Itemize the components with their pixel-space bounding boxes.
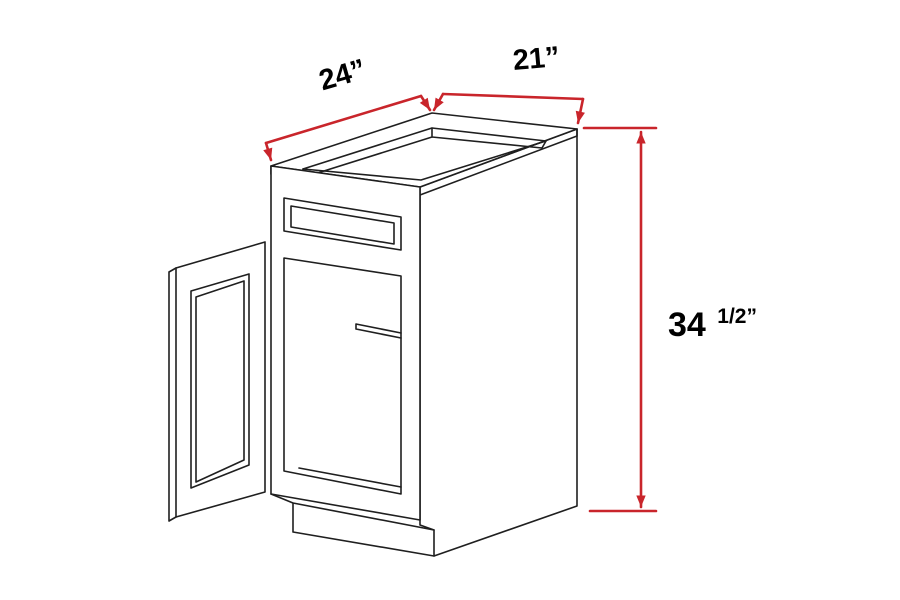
height-dimension-label: 34 1/2”	[668, 305, 757, 344]
open-door	[175, 241, 266, 518]
width-dimension-label: 21”	[512, 41, 561, 77]
width-dimension-arrow-left	[432, 92, 445, 112]
width-dimension-arrow-right	[575, 97, 585, 125]
width-dimension-line	[441, 92, 585, 101]
height-whole-number: 34	[668, 306, 706, 344]
interior-floor-edge	[298, 467, 402, 488]
depth-dimension-arrow-left	[263, 141, 273, 162]
drawer-front-inner-bevel	[290, 205, 395, 245]
door-opening	[283, 257, 402, 495]
height-fraction: 1/2”	[717, 305, 757, 328]
depth-dimension-line	[264, 94, 423, 145]
interior-shelf-bracket	[355, 323, 402, 339]
toe-kick	[270, 493, 435, 557]
cabinet-line-art	[168, 112, 578, 557]
door-panel	[190, 273, 250, 489]
cabinet-front-face	[270, 165, 421, 521]
depth-dimension-label: 24”	[316, 54, 370, 98]
dimension-lines	[263, 92, 658, 513]
cabinet-right-panel	[419, 128, 578, 557]
open-door-edge-thickness	[168, 267, 177, 522]
door-panel-inner-bevel	[195, 280, 245, 483]
depth-dimension-arrow-right	[419, 94, 432, 112]
drawer-front	[283, 197, 402, 251]
